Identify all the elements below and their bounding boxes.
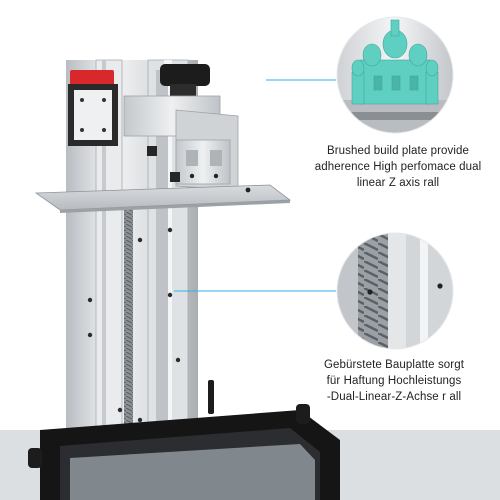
vat-thumbscrew-right (296, 404, 310, 424)
english-caption-line-2: adherence High perfomace dual (314, 161, 482, 173)
german-caption-line-2: für Haftung Hochleistungs (326, 375, 462, 387)
vat-thumbscrew-left (28, 448, 42, 468)
english-caption: Brushed build plate provide adherence Hi… (300, 143, 496, 191)
resin-vat (0, 404, 500, 500)
top-knob (160, 64, 210, 86)
z-axis-rail-detail-callout (174, 232, 454, 350)
build-plate (34, 184, 292, 213)
endstop-switch (70, 70, 114, 86)
german-caption: Gebürstete Bauplatte sorgt für Haftung H… (296, 357, 492, 405)
lead-screw (124, 190, 133, 430)
german-caption-line-1: Gebürstete Bauplatte sorgt (323, 359, 465, 371)
english-caption-line-3: linear Z axis rall (356, 177, 440, 189)
english-caption-line-1: Brushed build plate provide (326, 145, 470, 157)
column-screws (87, 227, 181, 423)
linear-rail (156, 70, 168, 490)
german-caption-line-3: -Dual-Linear-Z-Achse r all (326, 391, 462, 403)
z-carriage (68, 64, 239, 191)
build-plate-detail-callout (266, 16, 454, 134)
resin-castle-model (351, 19, 439, 105)
